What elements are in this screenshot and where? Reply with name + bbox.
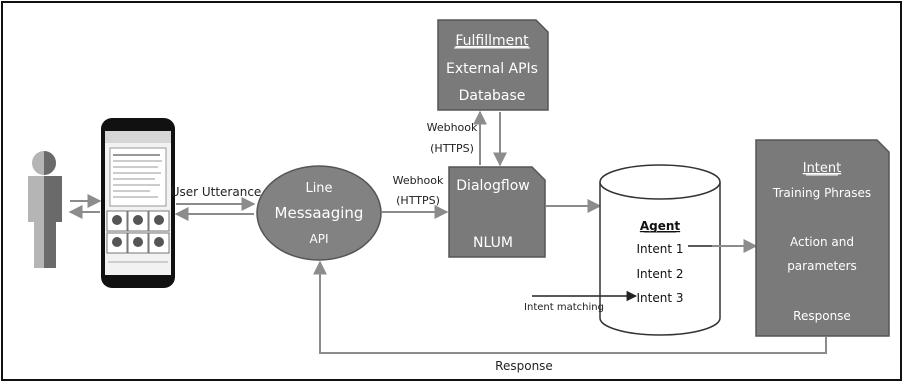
- intent-matching-label: Intent matching: [524, 302, 604, 313]
- line-messaging-api-node: [256, 165, 382, 261]
- fulfillment-title: Fulfillment: [455, 33, 529, 49]
- line-api-label-api: API: [310, 232, 329, 246]
- agent-intent-3: Intent 3: [637, 291, 684, 305]
- webhook-mid-label: Webhook: [393, 174, 444, 187]
- intent-doc-response: Response: [793, 309, 851, 323]
- fulfillment-external-apis: External APIs: [446, 61, 538, 77]
- agent-intent-1: Intent 1: [637, 242, 684, 256]
- dialogflow-node: [448, 166, 546, 258]
- fulfillment-database: Database: [459, 88, 526, 104]
- webhook-mid-https-label: (HTTPS): [396, 194, 440, 207]
- arrow-response-loop: [313, 260, 827, 354]
- intent-doc-title: Intent: [803, 161, 842, 176]
- smartphone-icon: [101, 118, 175, 288]
- fulfillment-node: [437, 19, 549, 111]
- intent-document-node: [755, 139, 890, 337]
- dialogflow-nlum: NLUM: [473, 235, 513, 251]
- user-person-icon: [28, 151, 62, 268]
- response-label: Response: [495, 359, 553, 373]
- intent-doc-parameters: parameters: [787, 259, 857, 273]
- dialogflow-title: Dialogflow: [456, 178, 529, 194]
- line-api-label-line: Line: [305, 181, 332, 196]
- agent-title: Agent: [640, 219, 681, 233]
- intent-doc-action: Action and: [790, 235, 854, 249]
- line-api-label-messaging: Messaaging: [275, 204, 364, 222]
- user-utterance-label: User Utterance: [171, 185, 262, 199]
- intent-doc-training: Training Phrases: [772, 186, 871, 200]
- agent-intent-2: Intent 2: [637, 267, 684, 281]
- webhook-top-https-label: (HTTPS): [430, 142, 474, 155]
- webhook-top-label: Webhook: [427, 121, 478, 134]
